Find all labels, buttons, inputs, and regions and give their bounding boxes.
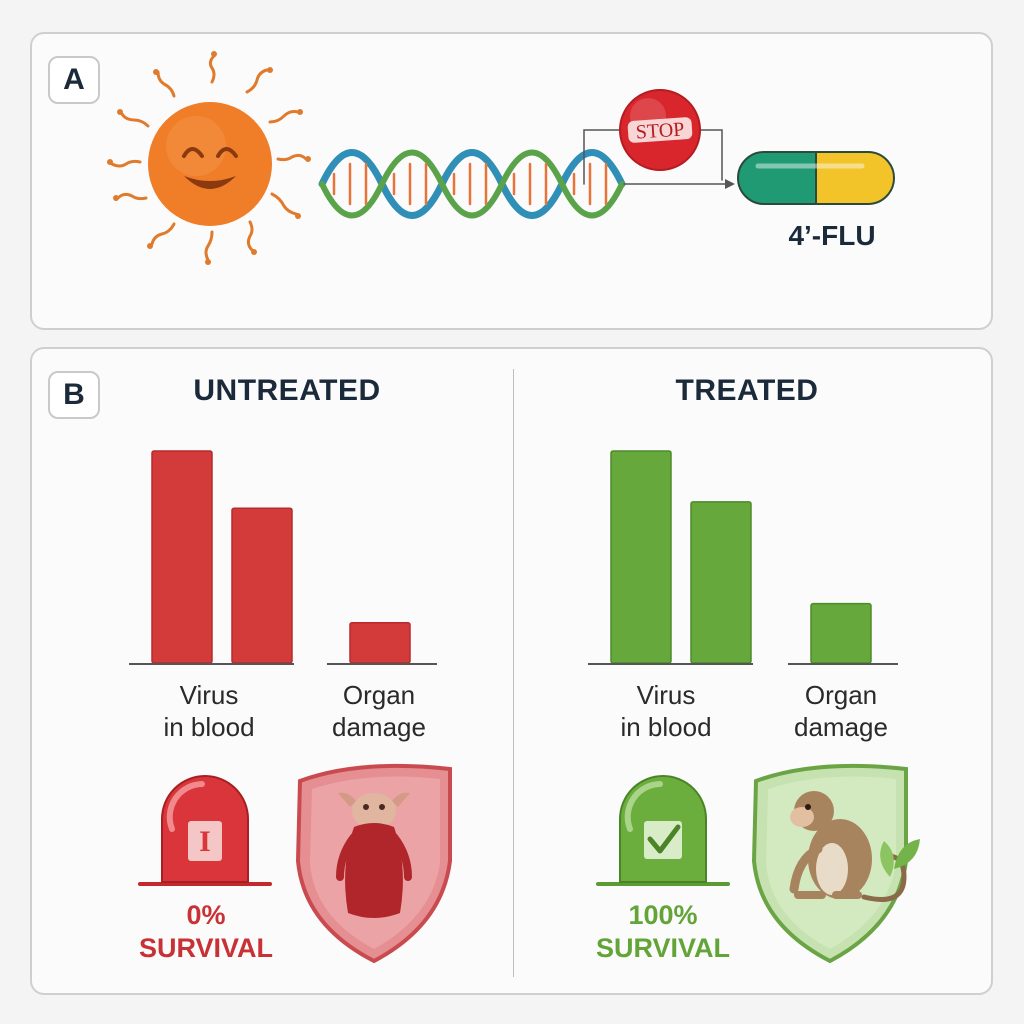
bar-organ-damage: [810, 602, 872, 664]
stop-sign-icon: STOP: [619, 89, 701, 171]
panel-a: A: [30, 32, 993, 330]
bar-organ-damage: [349, 621, 411, 664]
leaf-icon: [880, 839, 920, 877]
panel-b-label: B: [48, 371, 100, 419]
checkmark-light-icon: [596, 775, 730, 886]
shield-icon: [295, 763, 452, 964]
stop-sign-text: STOP: [635, 118, 685, 143]
treated-survival: 100% SURVIVAL: [563, 899, 763, 965]
healthy-monkey-icon: [789, 791, 907, 902]
sick-animal-icon: [336, 792, 412, 918]
untreated-title: UNTREATED: [193, 374, 381, 407]
untreated-survival: 0% SURVIVAL: [106, 899, 306, 965]
rna-strand-icon: [318, 129, 735, 219]
capsule-icon: [737, 151, 895, 205]
svg-text:I: I: [199, 825, 211, 858]
virus-icon: [107, 51, 311, 265]
alarm-light-icon: I: [138, 775, 272, 886]
treated-chart: [588, 450, 898, 665]
survival-label: SURVIVAL: [595, 933, 731, 963]
panel-b: B UNTREATED TREATED I: [30, 347, 993, 995]
mechanism-illustration: STOP: [107, 51, 895, 265]
drug-label: 4’-FLU: [788, 220, 876, 251]
panel-a-label: A: [48, 56, 100, 104]
survival-label: SURVIVAL: [138, 933, 274, 963]
bar-charts: I: [129, 450, 920, 964]
survival-value: 0%: [186, 900, 226, 930]
untreated-chart: [129, 450, 437, 665]
survival-value: 100%: [628, 900, 698, 930]
bar-virus-in-blood: [231, 507, 293, 664]
bar-virus-in-blood: [610, 450, 672, 664]
bar-virus-in-blood: [151, 450, 213, 664]
treated-title: TREATED: [675, 374, 819, 407]
group-divider: [513, 369, 514, 977]
bar-virus-in-blood: [690, 501, 752, 664]
shield-icon: [751, 763, 920, 964]
